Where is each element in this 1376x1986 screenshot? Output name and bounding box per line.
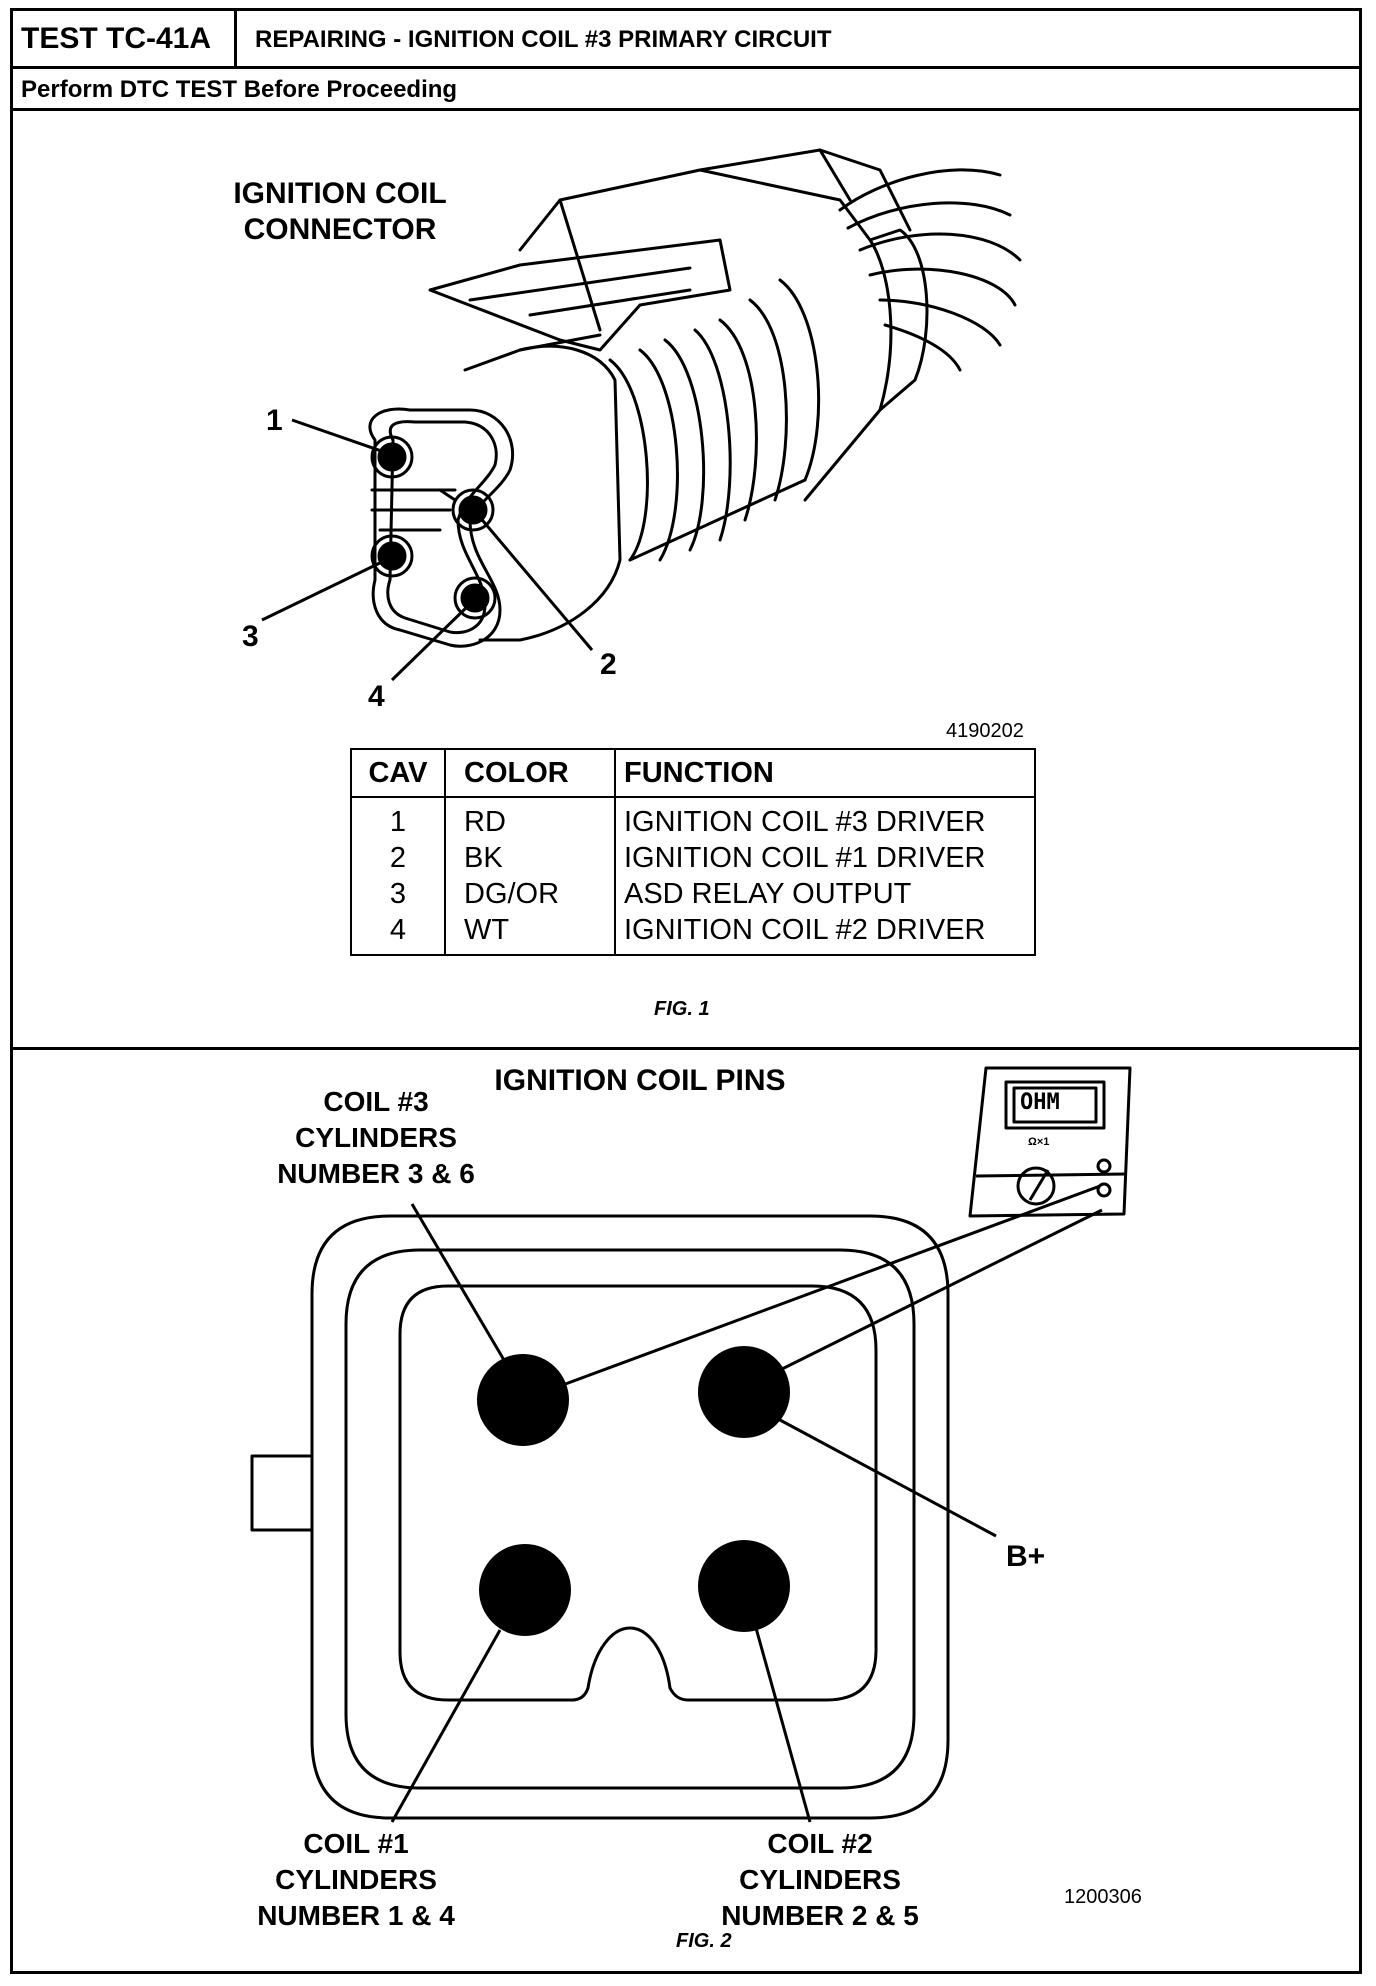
section-divider	[13, 1047, 1359, 1050]
cell-function: ASD RELAY OUTPUT	[624, 878, 912, 910]
coil1-label: COIL #1 CYLINDERS NUMBER 1 & 4	[226, 1826, 486, 1934]
coil2-line1: COIL #2	[767, 1828, 873, 1859]
cell-function: IGNITION COIL #2 DRIVER	[624, 914, 986, 946]
coil2-line2: CYLINDERS	[739, 1864, 901, 1895]
col-header-function: FUNCTION	[615, 749, 1035, 798]
cell-color: RD	[445, 797, 616, 840]
cell-color: DG/OR	[445, 876, 616, 912]
cavity-label-1: 1	[266, 404, 283, 437]
table-row: 4 WT IGNITION COIL #2 DRIVER	[351, 912, 1035, 955]
coil3-line3: NUMBER 3 & 6	[277, 1158, 475, 1189]
fig2-drawing-code: 1200306	[1064, 1886, 1142, 1908]
coil1-line3: NUMBER 1 & 4	[257, 1900, 455, 1931]
coil3-label: COIL #3 CYLINDERS NUMBER 3 & 6	[246, 1084, 506, 1192]
test-id: TEST TC-41A	[13, 11, 237, 66]
fig2-caption: FIG. 2	[676, 1930, 732, 1952]
cell-color: WT	[445, 912, 616, 955]
table-row: 1 RD IGNITION COIL #3 DRIVER	[351, 797, 1035, 840]
cavity-label-4: 4	[368, 680, 385, 713]
meter-range: Ω×1	[1028, 1136, 1050, 1148]
col-header-cav: CAV	[351, 749, 446, 798]
coil2-label: COIL #2 CYLINDERS NUMBER 2 & 5	[690, 1826, 950, 1934]
fig1-drawing-code: 4190202	[946, 720, 1024, 742]
fig1-title-line1: IGNITION COIL	[233, 177, 447, 210]
coil1-line2: CYLINDERS	[275, 1864, 437, 1895]
fig1-title-line2: CONNECTOR	[243, 213, 437, 246]
cell-cav: 2	[351, 840, 446, 876]
cell-function: IGNITION COIL #3 DRIVER	[624, 806, 986, 838]
coil3-line2: CYLINDERS	[295, 1122, 457, 1153]
col-header-color: COLOR	[445, 749, 616, 798]
coil1-line1: COIL #1	[303, 1828, 409, 1859]
connector-drawing	[261, 148, 1022, 682]
cell-color: BK	[445, 840, 616, 876]
cell-cav: 1	[351, 797, 446, 840]
table-row: 3 DG/OR ASD RELAY OUTPUT	[351, 876, 1035, 912]
fig1-caption: FIG. 1	[654, 998, 710, 1020]
header-row: TEST TC-41A REPAIRING - IGNITION COIL #3…	[13, 11, 1359, 69]
cavity-label-3: 3	[242, 620, 259, 653]
coil2-line3: NUMBER 2 & 5	[721, 1900, 919, 1931]
fig1-title: IGNITION COIL CONNECTOR	[210, 176, 470, 248]
cavity-label-2: 2	[600, 648, 617, 681]
pin-table: CAV COLOR FUNCTION 1 RD IGNITION COIL #3…	[350, 748, 1036, 956]
page-frame: TEST TC-41A REPAIRING - IGNITION COIL #3…	[10, 8, 1362, 1974]
meter-display: OHM	[1020, 1090, 1060, 1115]
table-row: 2 BK IGNITION COIL #1 DRIVER	[351, 840, 1035, 876]
test-title: REPAIRING - IGNITION COIL #3 PRIMARY CIR…	[255, 26, 832, 53]
cell-function: IGNITION COIL #1 DRIVER	[624, 842, 986, 874]
header-subtitle: Perform DTC TEST Before Proceeding	[13, 69, 1359, 111]
fig2-title: IGNITION COIL PINS	[494, 1064, 786, 1097]
coil3-line1: COIL #3	[323, 1086, 429, 1117]
cell-cav: 3	[351, 876, 446, 912]
cell-cav: 4	[351, 912, 446, 955]
pin-table-header: CAV COLOR FUNCTION	[351, 749, 1035, 798]
bplus-label: B+	[1006, 1540, 1046, 1573]
